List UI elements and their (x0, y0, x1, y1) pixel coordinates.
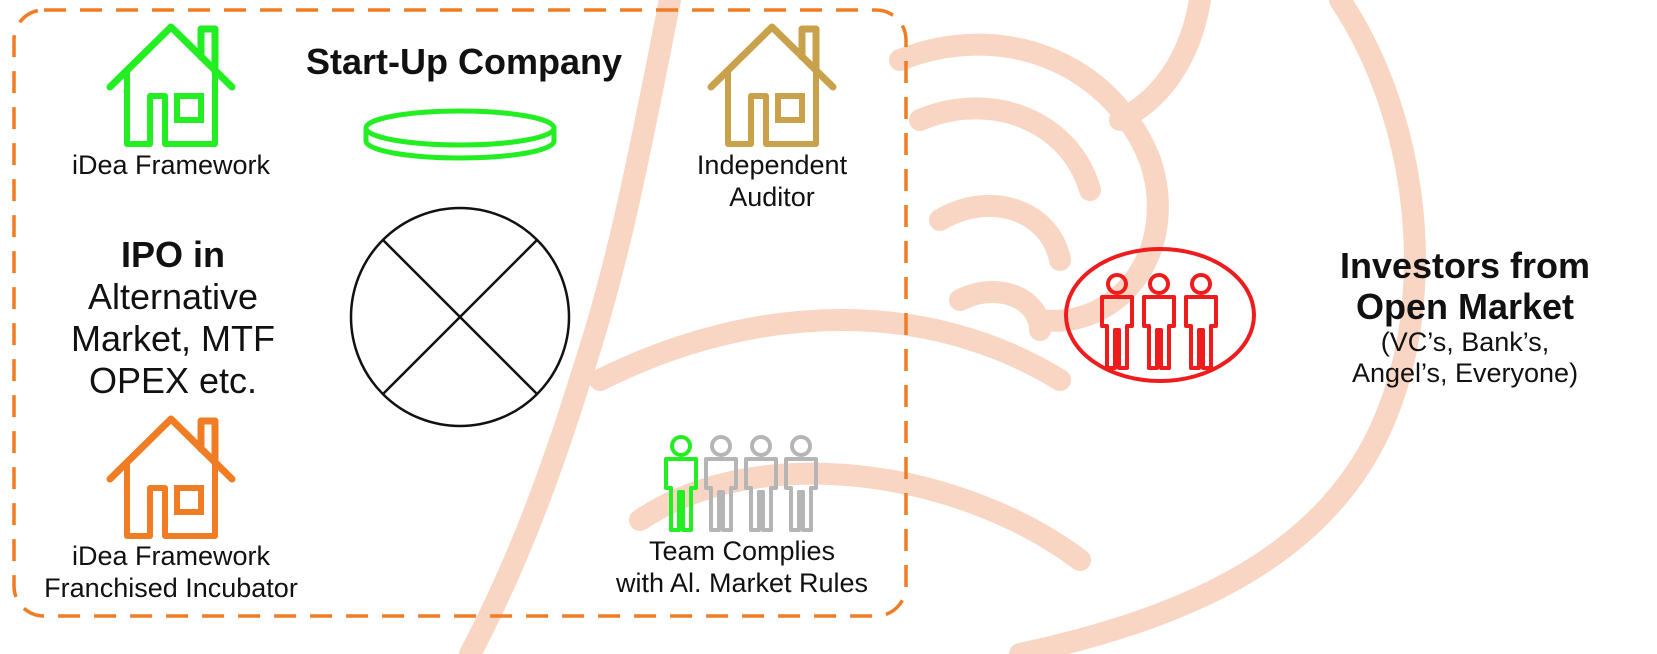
ipo-block: IPO in Alternative Market, MTF OPEX etc. (40, 234, 306, 402)
ipo-line-3: OPEX etc. (88, 360, 258, 401)
investors-line-4: Angel’s, Everyone) (1351, 358, 1579, 388)
ipo-heading: IPO in (120, 234, 225, 275)
investors-line-2: Open Market (1355, 286, 1575, 327)
startup-company-frame (12, 8, 908, 618)
team-line-1: Team Complies (648, 536, 836, 566)
investors-label: Investors from Open Market (VC’s, Bank’s… (1280, 245, 1650, 389)
page-title: Start-Up Company (306, 41, 623, 82)
disc-icon (363, 108, 557, 161)
auditor-label: Independent Auditor (672, 149, 872, 214)
ipo-line-2: Market, MTF (71, 318, 275, 359)
watermark-logo (459, 0, 1426, 654)
house-icon (110, 27, 232, 144)
house-icon (110, 419, 232, 536)
crossed-circle-icon (349, 206, 571, 428)
team-line-2: with Al. Market Rules (615, 568, 869, 599)
people-icon (1064, 247, 1256, 383)
investors-line-1: Investors from (1339, 245, 1591, 286)
ipo-line-1: Alternative (87, 276, 259, 317)
incubator-line-2: Franchised Incubator (44, 573, 298, 604)
auditor-line-1: Independent (696, 150, 848, 180)
incubator-label: iDea Framework Franchised Incubator (30, 540, 312, 605)
auditor-line-2: Auditor (729, 182, 815, 213)
investors-line-3: (VC’s, Bank’s, (1380, 327, 1550, 357)
house-icon (711, 27, 833, 144)
incubator-line-1: iDea Framework (71, 541, 271, 571)
team-label: Team Complies with Al. Market Rules (600, 535, 884, 600)
idea-framework-label: iDea Framework (71, 150, 271, 180)
